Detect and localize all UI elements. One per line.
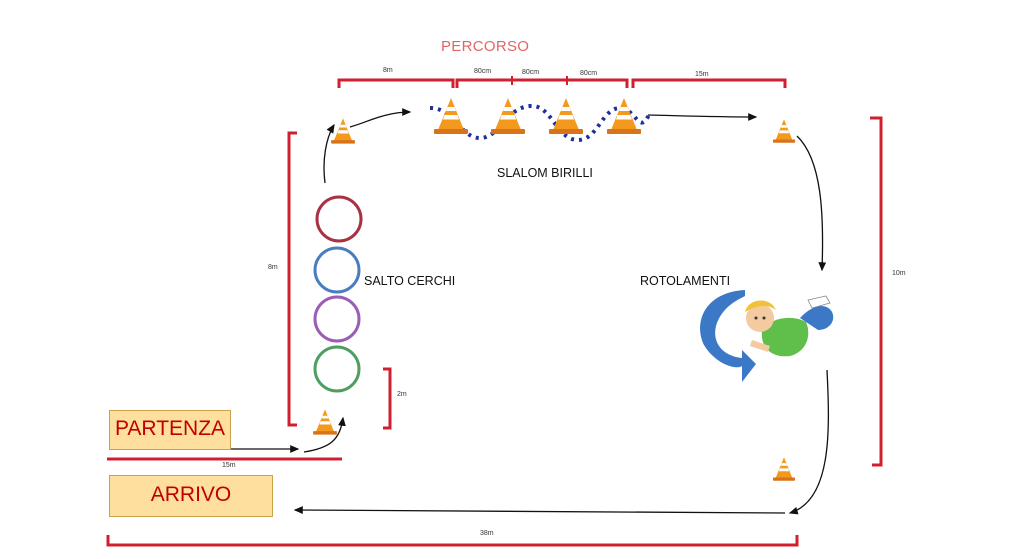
traffic-cone-icon [607, 98, 641, 134]
traffic-cone-icon [331, 118, 355, 144]
dim-label-start-line: 15m [222, 462, 236, 469]
right-measure-bracket [870, 116, 883, 467]
dim-label-hoop-spacing: 2m [397, 391, 407, 398]
dim-label-gap-c: 80cm [580, 70, 598, 77]
hoop-ring-icon [313, 345, 361, 393]
traffic-cone-icon [491, 98, 525, 134]
left-measure-bracket [287, 131, 297, 427]
traffic-cone-icon [434, 98, 468, 134]
start-box: PARTENZA [109, 410, 231, 450]
dim-label-top-last: 15m [695, 71, 709, 78]
rolling-child-icon [745, 295, 834, 357]
traffic-cone-icon [772, 119, 796, 143]
hoop-ring-icon [313, 246, 361, 294]
top-measure-brackets [337, 78, 787, 88]
hoop-ring-icon [313, 295, 361, 343]
flow-arrows [230, 108, 830, 515]
diagram-title: PERCORSO [441, 38, 530, 55]
dim-label-right-side: 10m [892, 270, 906, 277]
dim-label-bottom-total: 38m [480, 530, 494, 537]
traffic-cone-icon [772, 457, 796, 481]
dim-label-gap-b: 80cm [522, 69, 540, 76]
gap-ticks [511, 76, 568, 85]
station-label-hoops: SALTO CERCHI [364, 274, 456, 288]
traffic-cone-icon [313, 409, 337, 435]
station-label-roll: ROTOLAMENTI [640, 274, 731, 288]
dim-label-top-first: 8m [383, 67, 393, 74]
traffic-cone-icon [549, 98, 583, 134]
hoop-spacing-bracket [383, 367, 392, 430]
dim-label-left-side: 8m [268, 264, 278, 271]
station-label-slalom: SLALOM BIRILLI [497, 166, 593, 180]
hoop-ring-icon [315, 195, 363, 243]
curved-arrow-icon [700, 290, 756, 382]
dim-label-gap-a: 80cm [474, 68, 492, 75]
bottom-measure-bracket [106, 535, 799, 547]
finish-box: ARRIVO [109, 475, 273, 517]
